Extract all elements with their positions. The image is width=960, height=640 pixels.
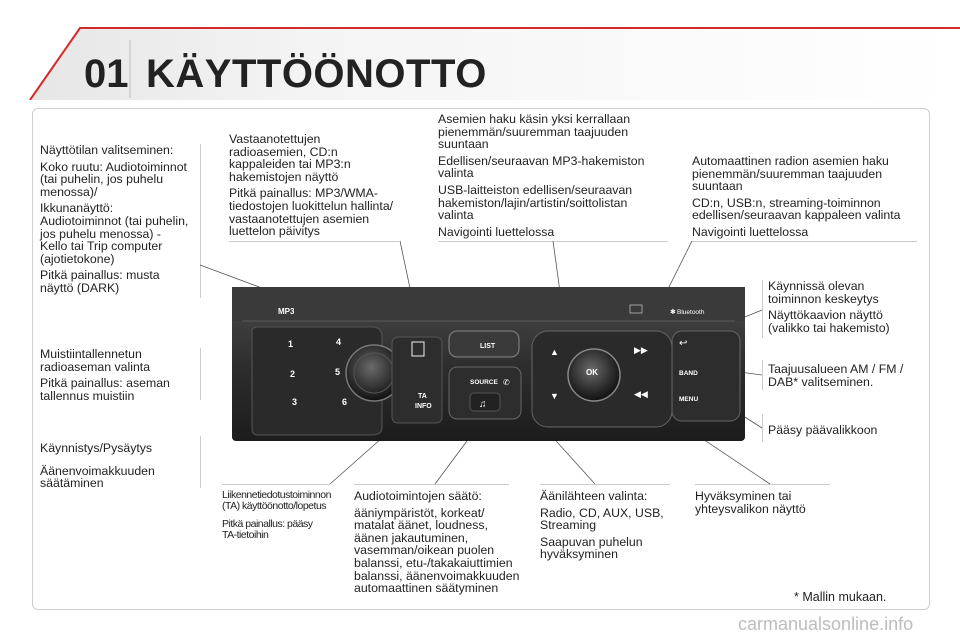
back-text: Käynnissä olevan toiminnon keskeytys Näy… bbox=[768, 280, 918, 338]
auto-search-station: Automaattinen radion asemien haku pienem… bbox=[692, 154, 889, 194]
menu-label[interactable]: MENU bbox=[679, 396, 698, 403]
display-mode-text: Näyttötilan valitseminen: Koko ruutu: Au… bbox=[40, 144, 205, 299]
source-heading: Äänilähteen valinta: bbox=[540, 489, 648, 503]
auto-search-nav: Navigointi luettelossa bbox=[692, 224, 809, 239]
list-button[interactable] bbox=[448, 330, 520, 358]
list-text: Vastaanotettujen radioasemien, CD:n kapp… bbox=[229, 133, 409, 242]
back-diagram: Näyttökaavion näyttö (valikko tai hakemi… bbox=[768, 308, 890, 335]
preset-buttons[interactable] bbox=[251, 326, 383, 436]
source-label: SOURCE bbox=[470, 379, 498, 386]
down-arrow-icon[interactable]: ▼ bbox=[550, 391, 559, 401]
header-decoration bbox=[29, 27, 960, 100]
divider bbox=[762, 414, 763, 442]
ta-info-button[interactable] bbox=[391, 336, 443, 424]
divider bbox=[762, 360, 763, 390]
divider bbox=[438, 241, 668, 242]
previous-track-icon[interactable]: ◀◀ bbox=[634, 389, 648, 399]
menu-text: Pääsy päävalikkoon bbox=[768, 424, 918, 441]
manual-search-usb: USB-laitteiston edellisen/seuraavan hake… bbox=[438, 182, 633, 223]
divider bbox=[200, 144, 201, 298]
display-mode-window: Ikkunanäyttö: Audiotoiminnot (tai puheli… bbox=[40, 201, 189, 266]
phone-icon: ✆ bbox=[503, 378, 510, 387]
volume-adjust: Äänenvoimakkuuden säätäminen bbox=[40, 463, 155, 491]
power-onoff: Käynnistys/Pysäytys bbox=[40, 441, 153, 455]
content-frame bbox=[32, 108, 930, 610]
source-list: Radio, CD, AUX, USB, Streaming bbox=[540, 505, 664, 533]
bluetooth-icon: ✱ bbox=[670, 308, 676, 316]
back-icon[interactable]: ↩ bbox=[679, 338, 687, 349]
divider bbox=[229, 241, 399, 242]
ok-text: Hyväksyminen tai yhteysvalikon näyttö bbox=[695, 490, 845, 519]
ta-label: TA bbox=[418, 393, 427, 400]
ok-confirm: Hyväksyminen tai yhteysvalikon näyttö bbox=[695, 489, 806, 516]
preset-3-label[interactable]: 3 bbox=[292, 397, 297, 407]
watermark: carmanualsonline.info bbox=[738, 614, 914, 634]
manual-search-mp3: Edellisen/seuraavan MP3-hakemiston valin… bbox=[438, 153, 645, 181]
manual-search-station: Asemien haku käsin yksi kerrallaan piene… bbox=[438, 112, 631, 152]
cd-icon bbox=[629, 304, 643, 314]
audio-text: Audiotoimintojen säätö: ääniympäristöt, … bbox=[354, 490, 529, 599]
chapter-number: 01 bbox=[84, 52, 129, 96]
preset-2-label[interactable]: 2 bbox=[290, 369, 295, 379]
preset-5-label[interactable]: 5 bbox=[335, 367, 340, 377]
divider bbox=[692, 241, 917, 242]
band-select: Taajuusalueen AM / FM / DAB* valitsemine… bbox=[768, 362, 904, 389]
source-call: Saapuvan puhelun hyväksyminen bbox=[540, 534, 643, 562]
ok-label: OK bbox=[586, 368, 598, 377]
info-label: INFO bbox=[415, 403, 432, 410]
source-text: Äänilähteen valinta: Radio, CD, AUX, USB… bbox=[540, 490, 680, 565]
band-label[interactable]: BAND bbox=[679, 370, 698, 377]
menu-access: Pääsy päävalikkoon bbox=[768, 423, 878, 437]
divider bbox=[762, 280, 763, 338]
list-label: LIST bbox=[480, 343, 496, 350]
back-interrupt: Käynnissä olevan toiminnon keskeytys bbox=[768, 279, 879, 306]
mp3-label: MP3 bbox=[278, 307, 295, 316]
divider bbox=[200, 436, 201, 488]
next-track-icon[interactable]: ▶▶ bbox=[634, 345, 648, 355]
preset-6-label[interactable]: 6 bbox=[342, 397, 347, 407]
ta-longpress: Pitkä painallus: pääsy TA-tietoihin bbox=[222, 518, 313, 541]
display-mode-dark: Pitkä painallus: musta näyttö (DARK) bbox=[40, 268, 160, 295]
divider bbox=[540, 484, 670, 485]
auto-search-track: CD:n, USB:n, streaming-toiminnon edellis… bbox=[692, 195, 901, 223]
power-text: Käynnistys/Pysäytys Äänenvoimakkuuden sä… bbox=[40, 442, 205, 494]
manual-search-text: Asemien haku käsin yksi kerrallaan piene… bbox=[438, 113, 668, 242]
memory-store: Pitkä painallus: aseman tallennus muisti… bbox=[40, 376, 170, 403]
ok-knob[interactable] bbox=[567, 348, 621, 402]
audio-settings-button[interactable] bbox=[469, 392, 501, 412]
ta-toggle: Liikennetiedotustoiminnon (TA) käyttööno… bbox=[222, 489, 331, 512]
radio-panel: MP3 Bluetooth ✱ 1 2 3 4 5 6 TA INFO LIST… bbox=[232, 287, 745, 441]
up-arrow-icon[interactable]: ▲ bbox=[550, 347, 559, 357]
auto-search-text: Automaattinen radion asemien haku pienem… bbox=[692, 155, 922, 243]
right-buttons bbox=[671, 330, 741, 422]
divider bbox=[354, 484, 509, 485]
memory-select: Muistiintallennetun radioaseman valinta bbox=[40, 347, 151, 374]
list-display: Vastaanotettujen radioasemien, CD:n kapp… bbox=[229, 132, 351, 184]
preset-1-label[interactable]: 1 bbox=[288, 339, 293, 349]
memory-text: Muistiintallennetun radioaseman valinta … bbox=[40, 348, 205, 406]
page-title: KÄYTTÖÖNOTTO bbox=[146, 52, 487, 96]
ta-text: Liikennetiedotustoiminnon (TA) käyttööno… bbox=[222, 490, 342, 545]
display-mode-heading: Näyttötilan valitseminen: bbox=[40, 143, 174, 157]
divider bbox=[695, 484, 830, 485]
list-longpress: Pitkä painallus: MP3/WMA- tiedostojen lu… bbox=[229, 186, 394, 239]
preset-4-label[interactable]: 4 bbox=[336, 337, 341, 347]
music-note-icon: ♫ bbox=[479, 399, 487, 410]
audio-settings: ääniympäristöt, korkeat/ matalat äänet, … bbox=[354, 505, 520, 596]
footnote: * Mallin mukaan. bbox=[794, 590, 887, 604]
display-mode-full: Koko ruutu: Audiotoiminnot (tai puhelin,… bbox=[40, 159, 187, 199]
audio-heading: Audiotoimintojen säätö: bbox=[354, 489, 482, 503]
manual-search-nav: Navigointi luettelossa bbox=[438, 224, 555, 239]
band-text: Taajuusalueen AM / FM / DAB* valitsemine… bbox=[768, 363, 928, 392]
display-mode-icon[interactable] bbox=[411, 341, 425, 357]
bluetooth-label: Bluetooth bbox=[677, 309, 705, 316]
divider bbox=[222, 484, 330, 485]
divider bbox=[200, 348, 201, 400]
